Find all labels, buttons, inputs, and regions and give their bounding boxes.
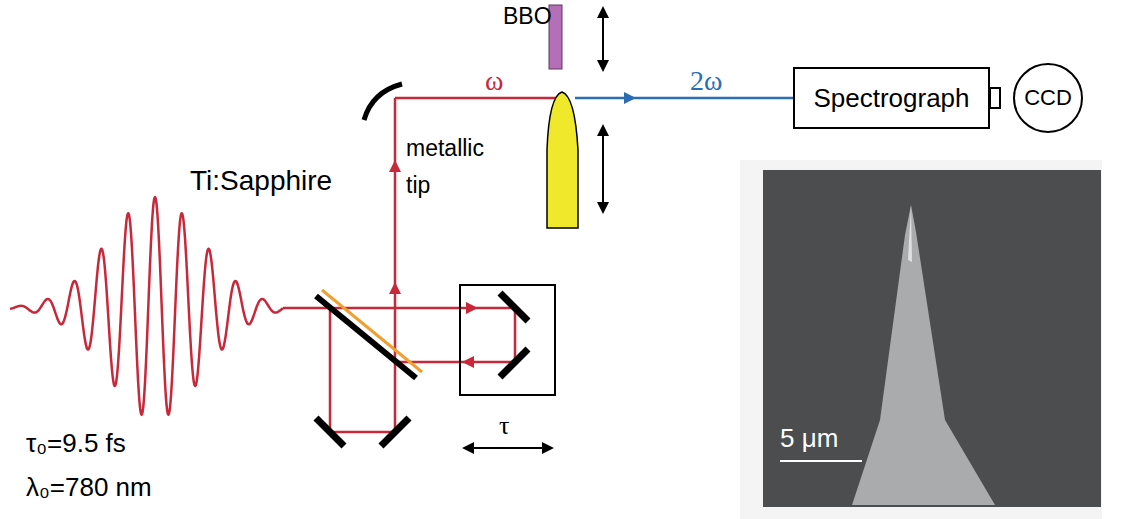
beam-splitter-coating <box>322 290 422 372</box>
component-label: metallic tip <box>406 130 498 204</box>
mirror <box>500 349 528 377</box>
second-harmonic-beam <box>575 97 793 100</box>
beam <box>514 308 517 362</box>
beam-arrow <box>462 356 474 368</box>
mirror <box>500 293 528 321</box>
component-label: BBO <box>503 4 552 28</box>
beam <box>330 431 395 434</box>
tip-translation-arrowheads <box>597 124 609 214</box>
beam-arrow <box>389 160 401 172</box>
micrograph-frame <box>740 160 1102 519</box>
bbo-translation-arrow <box>602 14 604 64</box>
frequency-label: 2ω <box>690 66 722 95</box>
tip-micrograph <box>852 205 995 505</box>
beam <box>330 307 515 310</box>
delay-stage <box>460 285 555 395</box>
beam <box>329 308 332 432</box>
ccd-connector <box>990 88 1000 108</box>
metallic-tip <box>547 92 578 228</box>
beam-arrow <box>624 92 636 104</box>
beam-arrow <box>466 302 478 314</box>
delay-label: τ <box>499 412 509 439</box>
delay-arrowheads <box>462 442 554 454</box>
node-text: CCD <box>1024 86 1072 110</box>
mirror <box>316 418 344 446</box>
laser-label: Ti:Sapphire <box>190 166 332 195</box>
spectrograph-box: Spectrograph <box>793 67 990 129</box>
beam-arrow <box>389 282 401 294</box>
frequency-label: ω <box>485 66 503 95</box>
parabolic-mirror <box>364 84 402 120</box>
scale-bar <box>780 460 862 462</box>
pulse-duration: τ₀=9.5 fs <box>26 430 126 457</box>
beam <box>395 97 562 100</box>
delay-arrow <box>470 447 546 449</box>
beam <box>283 307 330 310</box>
micrograph <box>763 170 1101 507</box>
beam-splitter <box>316 296 416 378</box>
scale-label: 5 μm <box>780 425 838 452</box>
ccd-circle: CCD <box>1013 63 1083 133</box>
mirror <box>381 418 409 446</box>
tip-translation-arrow <box>602 132 604 206</box>
bbo-translation-arrowheads <box>597 6 609 72</box>
tip-apex-highlight <box>908 205 912 262</box>
laser-pulse <box>10 197 283 415</box>
node-text: Spectrograph <box>813 84 969 113</box>
wavelength: λ₀=780 nm <box>26 474 152 501</box>
beam <box>394 98 397 432</box>
